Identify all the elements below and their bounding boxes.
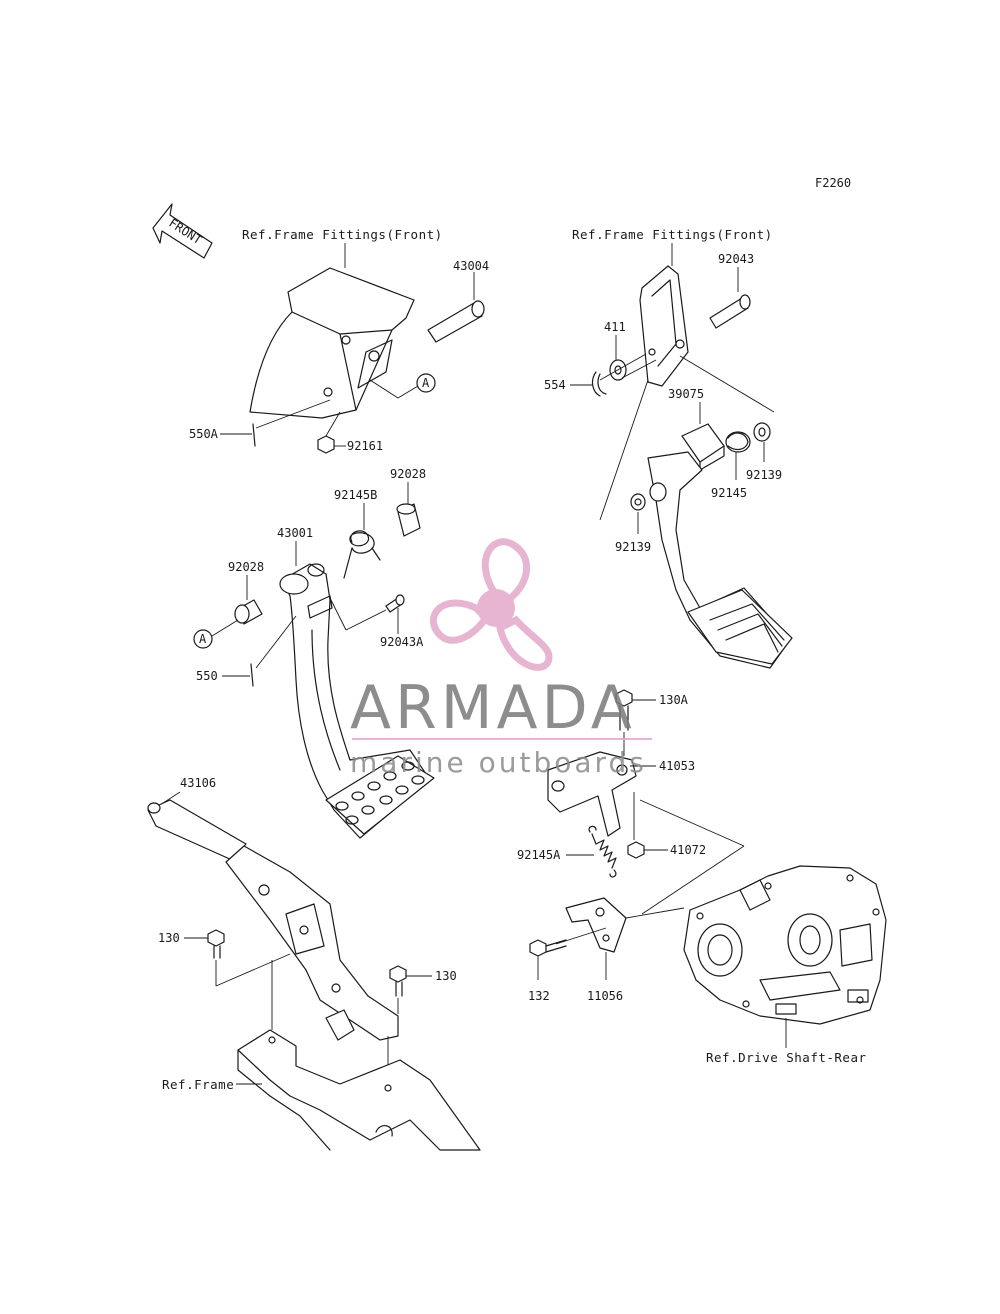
callout-a-top [416, 373, 436, 393]
part-411-label: 411 [604, 320, 626, 334]
watermark-brand: ARMADA [350, 673, 636, 743]
frame [237, 1029, 481, 1151]
callout-a-bottom-label: A [199, 632, 207, 646]
part-554-label: 554 [544, 378, 566, 392]
bushing-92139-left [630, 493, 646, 511]
part-41053-label: 41053 [659, 759, 695, 773]
part-92043-label: 92043 [718, 252, 754, 266]
accelerator-pedal [647, 451, 793, 669]
ref-frame-fittings-right: Ref.Frame Fittings(Front) [572, 227, 773, 242]
part-130a-label: 130A [659, 693, 689, 707]
ref-drive-shaft: Ref.Drive Shaft-Rear [706, 1050, 867, 1065]
watermark-tagline: marine outboards [350, 746, 647, 779]
nut-92161 [317, 435, 335, 454]
frame-bracket-left [249, 243, 415, 419]
callout-a-bottom [193, 629, 213, 649]
cotter-pin-550a [252, 423, 256, 447]
cotter-pin-550 [250, 663, 254, 687]
part-92043a-label: 92043A [380, 635, 424, 649]
spring-92145b [343, 530, 381, 579]
propeller-icon [430, 538, 553, 671]
bracket-41053 [547, 751, 637, 837]
part-92145b-label: 92145B [334, 488, 377, 502]
frame-bracket-right [639, 243, 689, 387]
bracket-11056 [565, 897, 627, 953]
bolt-130a [615, 689, 633, 731]
parking-brake-lever-43106 [147, 799, 399, 1041]
bolt-130-right [389, 965, 407, 997]
ref-frame-fittings-left: Ref.Frame Fittings(Front) [242, 227, 443, 242]
callout-a-top-label: A [422, 376, 430, 390]
pin-43004 [427, 300, 485, 343]
part-43004-label: 43004 [453, 259, 489, 273]
nut-41072 [627, 841, 645, 859]
part-43106-label: 43106 [180, 776, 216, 790]
drive-shaft-housing [683, 865, 887, 1025]
clip-554 [591, 371, 607, 397]
part-39075-label: 39075 [668, 387, 704, 401]
part-550a-label: 550A [189, 427, 219, 441]
part-92028b-label: 92028 [228, 560, 264, 574]
part-92139a-label: 92139 [746, 468, 782, 482]
armada-logo: ARMADA marine outboards [350, 538, 652, 779]
bushing-92028-upper [396, 503, 421, 537]
bolt-132 [529, 939, 567, 957]
part-130b-right-label: 130 [435, 969, 457, 983]
damper-39075 [681, 423, 725, 471]
bushing-92139-right [753, 422, 771, 442]
part-92161-label: 92161 [347, 439, 383, 453]
part-43001-label: 43001 [277, 526, 313, 540]
brake-pedal-43001 [279, 563, 435, 839]
part-92145-label: 92145 [711, 486, 747, 500]
pin-92043 [709, 294, 751, 329]
ref-frame: Ref.Frame [162, 1077, 234, 1092]
diagram-code: F2260 [815, 176, 851, 190]
spring-92145 [725, 431, 751, 453]
part-92139b-label: 92139 [615, 540, 651, 554]
bushing-92028-lower [234, 599, 263, 625]
part-550-label: 550 [196, 669, 218, 683]
part-92145a-label: 92145A [517, 848, 561, 862]
part-11056-label: 11056 [587, 989, 623, 1003]
part-41072-label: 41072 [670, 843, 706, 857]
front-arrow-icon: FRONT [152, 203, 213, 259]
spring-92145a [588, 825, 617, 878]
bolt-130-left [207, 929, 225, 959]
pin-92043a [385, 594, 405, 613]
part-132-label: 132 [528, 989, 550, 1003]
part-92028a-label: 92028 [390, 467, 426, 481]
part-130a-left-label: 130 [158, 931, 180, 945]
brake-pedal-pad [325, 755, 435, 835]
